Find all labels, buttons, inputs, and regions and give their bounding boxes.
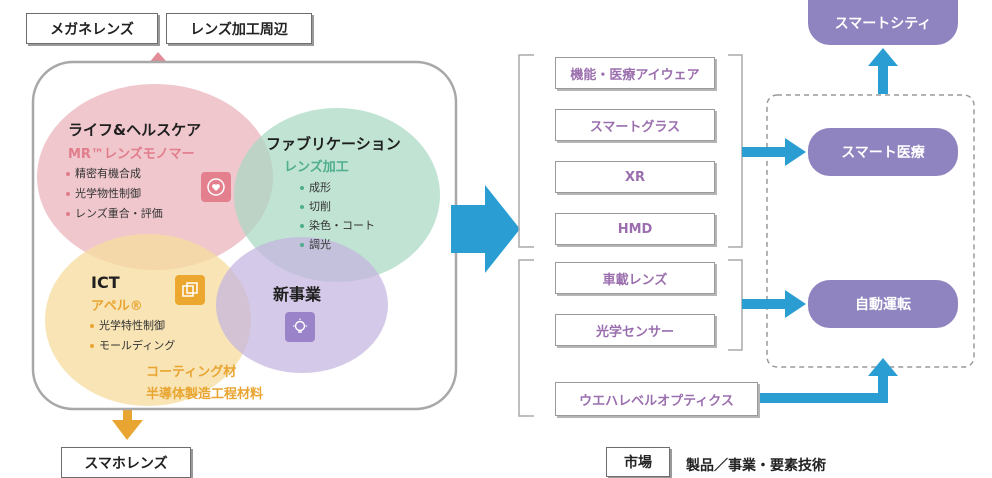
right-bracket-top <box>728 54 743 248</box>
life-list: 精密有機合成 光学物性制御 レンズ重合・評価 <box>66 164 163 224</box>
arrow-to-smart-medical-shaft <box>742 147 787 157</box>
left-bracket-top <box>518 54 534 248</box>
elbow-arrow-head <box>868 358 898 376</box>
arrow-to-smart-city-shaft <box>878 64 888 94</box>
fab-title: ファブリケーション <box>266 135 401 153</box>
list-item: 調光 <box>300 235 375 254</box>
big-right-arrow <box>451 185 520 273</box>
list-item: 成形 <box>300 178 375 197</box>
heart-hand-icon <box>201 172 231 202</box>
ict-list: 光学特性制御 モールディング <box>90 316 175 356</box>
right-bracket-bottom <box>728 259 743 351</box>
tag-lens-processing: レンズ加工周辺 <box>166 13 312 44</box>
newbiz-circle <box>216 237 388 373</box>
list-item: 光学特性制御 <box>90 316 175 336</box>
elbow-arrow-vertical <box>878 374 888 403</box>
left-bracket-bottom <box>518 259 534 417</box>
product-optical-sensor: 光学センサー <box>555 314 715 346</box>
market-dashed-box <box>766 94 975 368</box>
elbow-arrow-horizontal <box>760 393 888 403</box>
arrow-to-autodrive-head <box>785 290 806 318</box>
fab-list: 成形 切削 染色・コート 調光 <box>300 178 375 254</box>
product-hmd: HMD <box>555 213 715 245</box>
market-smart-medical: スマート医療 <box>808 128 958 176</box>
list-item: 切削 <box>300 197 375 216</box>
list-item: モールディング <box>90 336 175 356</box>
market-autonomous-driving: 自動運転 <box>808 280 958 328</box>
legend-market: 市場 <box>606 447 670 477</box>
tag-smartphone-lens: スマホレンズ <box>61 447 191 478</box>
product-xr: XR <box>555 161 715 193</box>
arrow-to-smart-city-head <box>868 48 898 66</box>
product-automotive-lens: 車載レンズ <box>555 262 715 294</box>
product-wafer-level-optics: ウエハレベルオプティクス <box>555 382 758 416</box>
list-item: 光学物性制御 <box>66 184 163 204</box>
lightbulb-icon <box>285 312 315 342</box>
list-item: レンズ重合・評価 <box>66 204 163 224</box>
product-functional-eyewear: 機能・医療アイウェア <box>555 57 715 89</box>
ict-coating: コーティング材 <box>146 365 237 380</box>
layers-icon <box>175 275 205 305</box>
arrow-to-smart-medical-head <box>785 138 806 166</box>
life-circle <box>37 84 273 270</box>
product-smart-glass: スマートグラス <box>555 109 715 141</box>
newbiz-title: 新事業 <box>273 285 322 304</box>
ict-subtitle: アペル® <box>91 299 143 314</box>
market-smart-city: スマートシティ <box>808 0 958 45</box>
ict-title: ICT <box>91 273 120 292</box>
legend-products: 製品／事業・要素技術 <box>686 458 826 474</box>
fab-subtitle: レンズ加工 <box>284 160 349 175</box>
list-item: 精密有機合成 <box>66 164 163 184</box>
ict-semiconductor: 半導体製造工程材料 <box>146 387 264 402</box>
life-title: ライフ&ヘルスケア <box>68 121 202 139</box>
tag-megane-lens: メガネレンズ <box>26 13 158 44</box>
life-subtitle: MR™レンズモノマー <box>68 147 195 162</box>
down-arrow-head <box>112 420 143 440</box>
arrow-to-autodrive-shaft <box>742 299 787 309</box>
list-item: 染色・コート <box>300 216 375 235</box>
